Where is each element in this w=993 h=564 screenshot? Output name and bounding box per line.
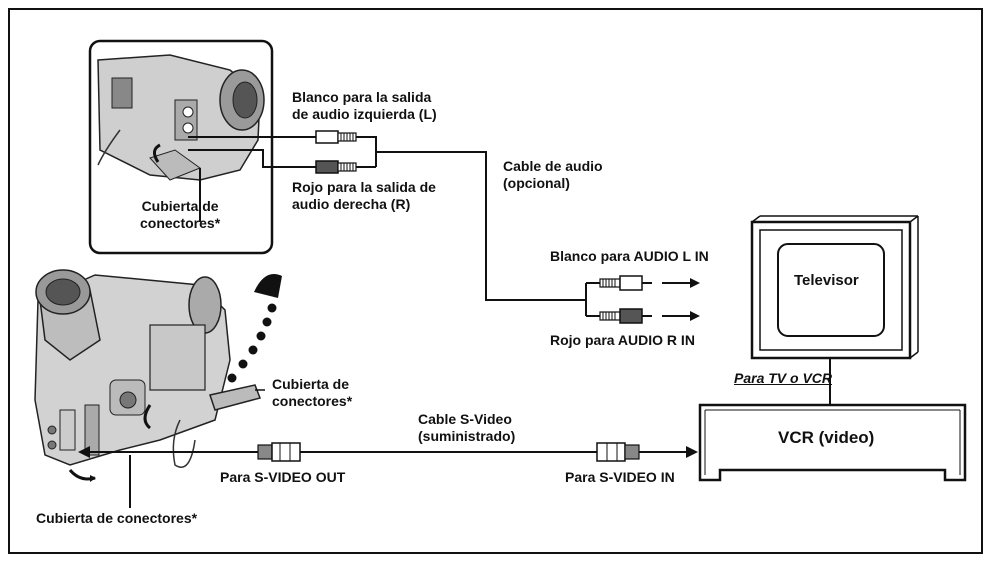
label-line: (opcional)	[503, 175, 570, 191]
label-red-right-output: Rojo para la salida de audio derecha (R)	[292, 179, 436, 213]
label-line: de audio izquierda (L)	[292, 106, 437, 122]
label-red-audio-r-in: Rojo para AUDIO R IN	[550, 332, 695, 348]
label-svideo-out: Para S-VIDEO OUT	[220, 469, 346, 485]
label-line: (suministrado)	[418, 428, 516, 444]
dotted-arc-arrow	[227, 274, 282, 383]
connector-cover-mid	[209, 384, 265, 411]
tv-label: Televisor	[794, 272, 859, 289]
label-audio-cable: Cable de audio (opcional)	[503, 158, 603, 192]
label-line: Cubierta de	[272, 376, 350, 392]
label-line: Cable de audio	[503, 158, 603, 174]
svideo-cable	[78, 442, 698, 462]
label-connector-cover-inset: Cubierta de conectores*	[140, 198, 220, 232]
label-line: Cable S-Video	[418, 411, 512, 427]
label-white-left-output: Blanco para la salida de audio izquierda…	[292, 89, 437, 123]
label-line: Rojo para la salida de	[292, 179, 436, 195]
audio-plug-red-camera	[315, 160, 357, 174]
label-line: Cubierta de	[141, 198, 219, 214]
label-line: Blanco para la salida	[292, 89, 432, 105]
inset-box	[88, 39, 274, 255]
television	[750, 215, 919, 360]
inset-wires	[188, 136, 316, 222]
label-svideo-in: Para S-VIDEO IN	[565, 469, 675, 485]
label-line: audio derecha (R)	[292, 196, 411, 212]
vcr-label: VCR (video)	[778, 428, 875, 447]
label-svideo-cable: Cable S-Video (suministrado)	[418, 411, 515, 445]
audio-plug-white-camera	[315, 130, 357, 144]
audio-cable	[356, 136, 600, 317]
label-tv-or-vcr: Para TV o VCR	[734, 370, 833, 386]
label-white-audio-l-in: Blanco para AUDIO L IN	[550, 248, 709, 264]
inset-camcorder-illustration	[97, 54, 265, 181]
audio-plug-white-tv	[599, 275, 700, 291]
label-connector-cover-mid: Cubierta de conectores*	[272, 376, 352, 410]
camcorder-illustration	[34, 269, 231, 482]
vcr	[698, 403, 967, 482]
label-line: conectores*	[272, 393, 353, 409]
label-connector-cover-bottom: Cubierta de conectores*	[36, 510, 198, 526]
audio-plug-red-tv	[599, 308, 700, 324]
label-line: conectores*	[140, 215, 221, 231]
